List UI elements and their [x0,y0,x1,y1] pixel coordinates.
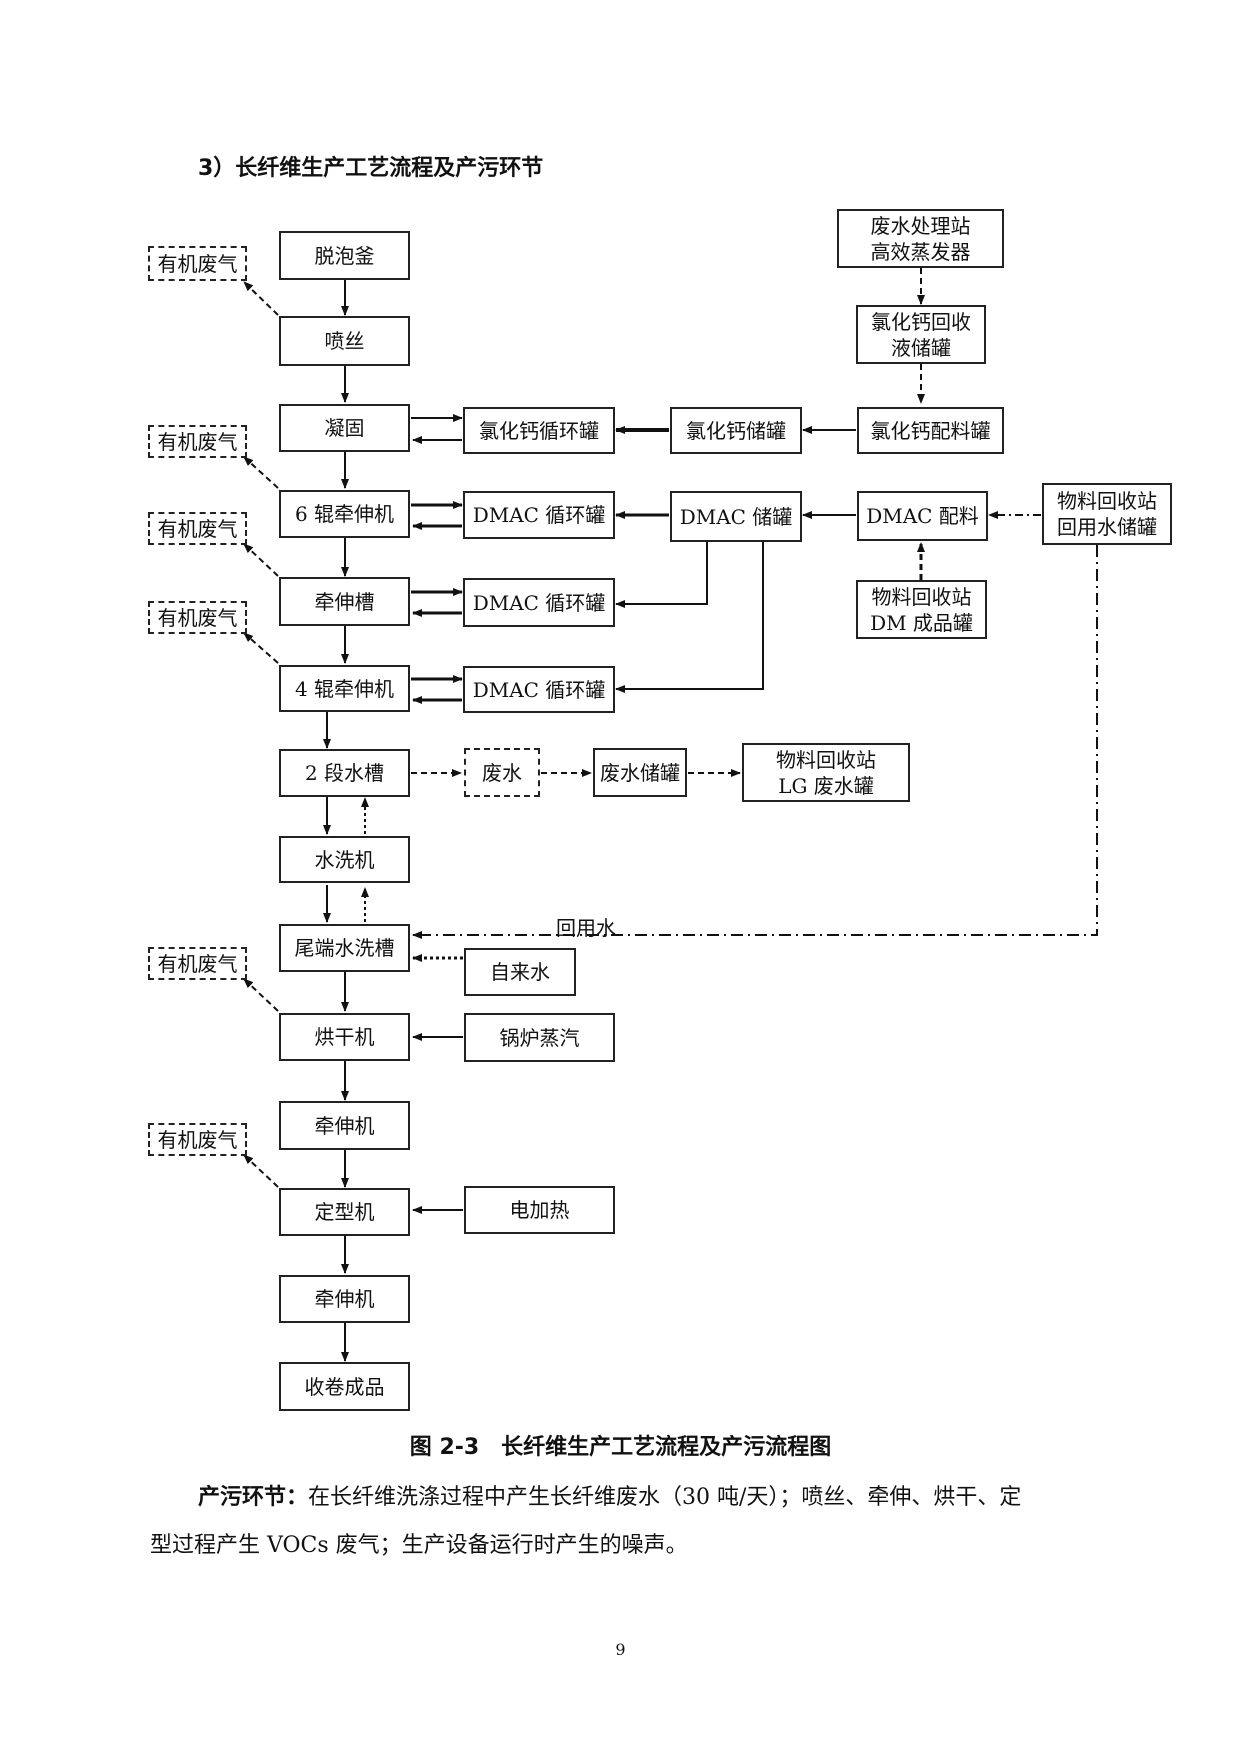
node-draw-tank: 牵伸槽 [279,577,410,626]
section-heading: 3）长纤维生产工艺流程及产污环节 [198,156,544,181]
node-organic-waste-gas-1: 有机废气 [148,246,247,281]
node-tap-water: 自来水 [464,948,576,996]
node-cacl2-storage-tank: 氯化钙储罐 [670,407,802,454]
node-defoaming-kettle: 脱泡釜 [279,231,410,280]
node-organic-waste-gas-2: 有机废气 [148,425,247,458]
node-organic-waste-gas-5: 有机废气 [148,947,247,980]
pollution-paragraph: 产污环节：在长纤维洗涤过程中产生长纤维废水（30 吨/天）；喷丝、牵伸、烘干、定 [150,1474,1130,1522]
node-wastewater-storage-tank: 废水储罐 [593,748,687,797]
node-cacl2-circulation-tank: 氯化钙循环罐 [463,407,615,454]
node-drawing-machine-2: 牵伸机 [279,1275,410,1323]
node-4-roller-drawer: 4 辊牵伸机 [279,665,410,712]
reuse-water-label: 回用水 [556,916,616,940]
node-reuse-water-tank: 物料回收站 回用水储罐 [1042,483,1172,545]
node-dmac-circulation-tank-1: DMAC 循环罐 [463,491,615,539]
node-drawing-machine-1: 牵伸机 [279,1101,410,1150]
pollution-paragraph-cont: 型过程产生 VOCs 废气；生产设备运行时产生的噪声。 [150,1522,1130,1570]
node-cacl2-mixing-tank: 氯化钙配料罐 [857,407,1004,454]
node-2-stage-water-tank: 2 段水槽 [279,749,410,797]
node-organic-waste-gas-6: 有机废气 [148,1123,247,1156]
node-dmac-storage-tank: DMAC 储罐 [670,491,802,542]
node-lg-wastewater-tank: 物料回收站 LG 废水罐 [742,743,910,802]
node-setting-machine: 定型机 [279,1188,410,1236]
node-dryer: 烘干机 [279,1013,410,1061]
node-electric-heating: 电加热 [464,1186,615,1234]
node-dmac-circulation-tank-3: DMAC 循环罐 [463,666,615,713]
node-coagulation: 凝固 [279,404,410,452]
figure-caption: 图 2-3 长纤维生产工艺流程及产污流程图 [409,1435,832,1460]
node-organic-waste-gas-4: 有机废气 [148,601,247,634]
node-washer: 水洗机 [279,836,410,883]
node-dmac-mixing: DMAC 配料 [857,491,988,541]
node-winding-product: 收卷成品 [279,1362,410,1411]
node-organic-waste-gas-3: 有机废气 [148,512,247,545]
paragraph-lead: 产污环节： [198,1485,309,1510]
page-number: 9 [615,1640,626,1659]
node-dmac-circulation-tank-2: DMAC 循环罐 [463,578,615,627]
node-tail-wash-tank: 尾端水洗槽 [279,924,410,972]
node-spinning: 喷丝 [279,316,410,366]
node-6-roller-drawer: 6 辊牵伸机 [279,490,410,538]
paragraph-line-1: 在长纤维洗涤过程中产生长纤维废水（30 吨/天）；喷丝、牵伸、烘干、定 [308,1485,1022,1510]
node-cacl2-recovery-tank: 氯化钙回收 液储罐 [856,305,986,364]
paragraph-line-2: 型过程产生 VOCs 废气；生产设备运行时产生的噪声。 [150,1533,688,1558]
node-evaporator: 废水处理站 高效蒸发器 [837,209,1004,268]
node-boiler-steam: 锅炉蒸汽 [464,1013,615,1062]
node-wastewater: 废水 [464,748,540,797]
node-dm-product-tank: 物料回收站 DM 成品罐 [856,580,987,639]
